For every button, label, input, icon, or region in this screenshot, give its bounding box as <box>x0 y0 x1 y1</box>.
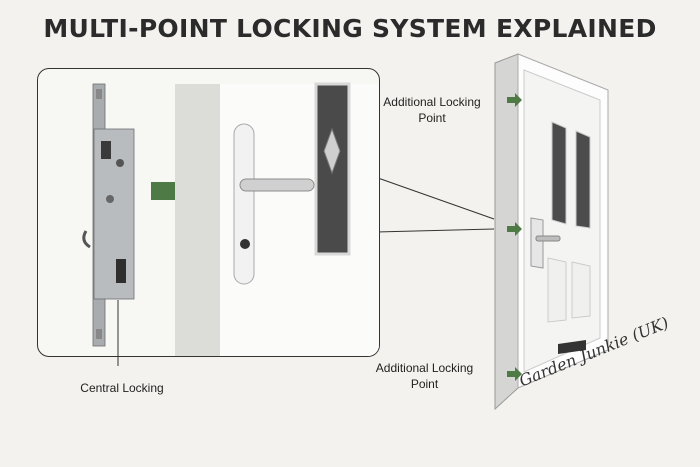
lock-cylinder-slot <box>116 259 126 283</box>
label-top-locking-point: Additional Locking Point <box>383 95 481 125</box>
door-lower-panel-right <box>571 261 591 319</box>
closeup-panel <box>37 68 380 357</box>
door-lower-panel-left <box>547 257 567 323</box>
lock-hook <box>82 230 91 249</box>
diagram-title: MULTI-POINT LOCKING SYSTEM EXPLAINED <box>43 14 657 43</box>
lock-latch <box>101 141 111 159</box>
diamond-glass-motif <box>323 127 341 175</box>
keyhole-icon <box>240 239 250 249</box>
arrow-central-lock-icon <box>507 222 522 236</box>
door-handle-plate <box>530 217 544 269</box>
label-central-locking: Central Locking <box>80 381 164 395</box>
lock-fixing-bottom <box>96 329 102 339</box>
lock-screw <box>106 195 114 203</box>
door-frame-edge <box>175 84 220 356</box>
door-handle-lever <box>535 235 561 242</box>
callout-line-bottom <box>377 228 495 233</box>
label-bottom-locking-point: Additional Locking Point <box>375 361 474 391</box>
door-glass-left <box>551 121 567 225</box>
lock-fixing-top <box>96 89 102 99</box>
arrow-top-lock-icon <box>507 93 522 107</box>
closeup-illustration <box>82 82 379 356</box>
door-handle <box>239 178 315 192</box>
arrow-bottom-lock-icon <box>507 367 522 381</box>
lock-gearbox <box>93 128 135 300</box>
callout-line-top <box>377 177 495 220</box>
letterbox <box>558 340 586 354</box>
door-glass-right <box>575 130 591 229</box>
lock-spindle-hole <box>116 159 124 167</box>
